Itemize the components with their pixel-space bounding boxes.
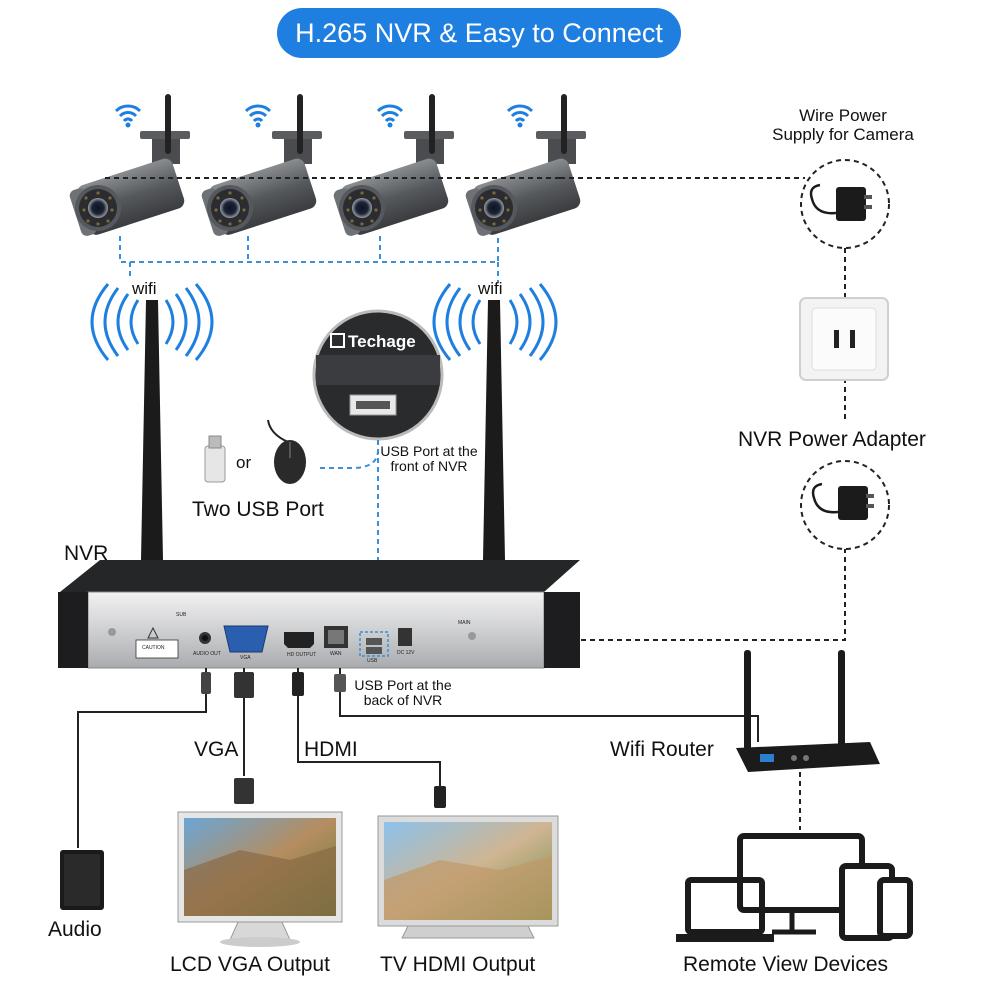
label-two-usb: Two USB Port [192, 498, 324, 521]
camera-icon [199, 94, 322, 240]
port-dc: DC 12V [397, 650, 415, 656]
port-hd-output: HD OUTPUT [287, 652, 317, 658]
antenna [140, 300, 164, 612]
label-usb-front: USB Port at the front of NVR [380, 443, 478, 475]
port-vga: VGA [240, 655, 251, 661]
wifi-icon [376, 104, 404, 129]
wifi-icon [244, 104, 272, 129]
brand-icon [330, 333, 345, 348]
camera-icon [463, 94, 586, 240]
label-hdmi: HDMI [304, 738, 358, 761]
router-icon [736, 650, 880, 772]
brand-logo: Techage [330, 332, 416, 352]
label-remote: Remote View Devices [683, 953, 889, 976]
tv-icon [377, 815, 559, 939]
label-vga: VGA [194, 738, 239, 761]
wall-outlet-icon [799, 297, 889, 381]
wifi-icon [432, 283, 558, 361]
label-wifi-right: wifi [478, 279, 503, 298]
monitor-icon [177, 811, 343, 947]
speaker-icon [60, 850, 104, 910]
port-sub: SUB [176, 612, 187, 618]
remote-devices [676, 833, 913, 942]
label-or: or [236, 453, 252, 472]
port-wan: WAN [330, 651, 342, 657]
usb-drive-icon [204, 435, 226, 483]
laptop-icon [685, 877, 765, 935]
diagram-title: H.265 NVR & Easy to Connect [277, 8, 681, 58]
label-wire-power: Wire Power Supply for Camera [772, 106, 914, 144]
label-audio: Audio [48, 918, 102, 941]
port-usb: USB [367, 658, 378, 664]
wifi-icon [90, 283, 214, 361]
label-usb-back: USB Port at the back of NVR [354, 677, 452, 709]
label-wifi-left: wifi [132, 279, 157, 298]
cable-plug [201, 672, 446, 808]
wifi-icon [506, 104, 534, 129]
label-nvr-power: NVR Power Adapter [738, 428, 926, 451]
antenna [482, 300, 506, 612]
label-tv: TV HDMI Output [380, 953, 536, 976]
wifi-link [119, 236, 499, 282]
nvr-device [58, 560, 580, 669]
label-nvr: NVR [64, 542, 109, 565]
label-wifi-router: Wifi Router [610, 738, 714, 761]
wifi-icon [114, 104, 142, 129]
phone-icon [877, 877, 913, 939]
port-caution: CAUTION [142, 645, 165, 651]
usb-front-magnifier [312, 309, 444, 441]
brand-text: Techage [348, 332, 416, 351]
port-audio-out: AUDIO OUT [193, 651, 221, 657]
camera-icon [67, 94, 190, 240]
camera-icon [331, 94, 454, 240]
port-main: MAIN [458, 620, 471, 626]
usb-link [320, 449, 379, 469]
label-lcd: LCD VGA Output [170, 953, 330, 976]
mouse-icon [267, 419, 306, 484]
